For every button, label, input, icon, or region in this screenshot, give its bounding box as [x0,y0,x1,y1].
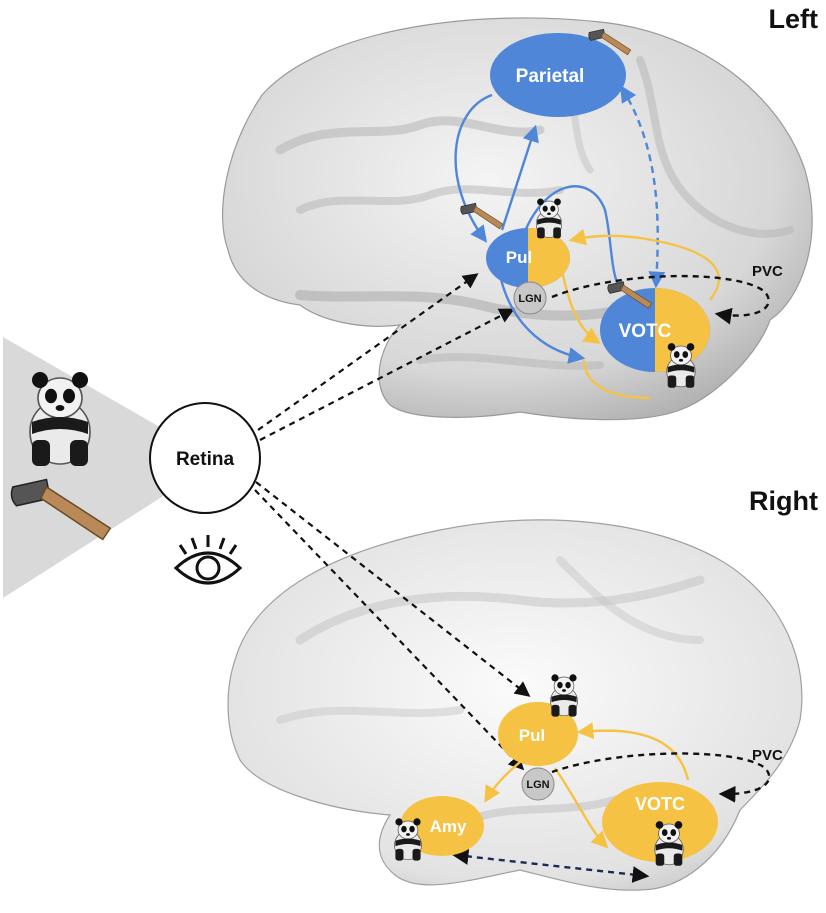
left-lgn-node [513,281,547,315]
left-votc-panda-icon [666,342,696,389]
right-votc-label: VOTC [635,794,685,814]
right-network-edges [451,722,771,883]
left-votc-label: VOTC [619,321,672,342]
arrow-left-pul-to-votc-yellow [560,269,601,344]
right-lgn-node [521,767,555,801]
arrow-left-pul-to-parietal [500,124,539,231]
left-network-edges [454,85,770,400]
left-pul-node [486,228,570,288]
right-lgn-label: LGN [526,779,549,791]
eye-icon [173,535,243,585]
right-pul-node [498,702,578,766]
arrow-left-pul-parietal-outer [454,93,493,243]
arrow-parietal-votc-dashed [620,85,666,289]
arrow-left-pul-to-votc-blue [498,274,586,364]
arrow-left-votc-to-pul-yellow [568,228,720,301]
arrow-retina-to-right-lgn [254,489,525,771]
arrow-retina-to-right-pul [255,481,531,697]
arrow-retina-to-left-lgn [259,308,515,441]
left-lgn-label: LGN [518,293,541,305]
left-pul-panda-icon [535,198,563,239]
left-pul-label: Pul [506,248,532,267]
left-pvc-label: PVC [752,263,783,280]
arrow-left-lgn-pvc-votc [551,274,770,325]
right-amy-label: Amy [430,817,467,836]
left-hemisphere-title: Left [769,4,819,34]
right-hemisphere-title: Right [749,486,818,516]
stimulus-panda-image [29,371,91,467]
left-parietal-node [490,33,626,117]
retina-label: Retina [176,449,235,470]
retina-projections [254,273,531,771]
right-pul-panda-icon [550,673,578,718]
arrow-right-pul-to-votc [554,767,609,849]
left-parietal-label: Parietal [516,66,585,87]
left-votc-node [600,288,710,372]
retina-node [149,402,261,514]
arrow-left-votc-loop-yellow [582,359,651,400]
right-pul-label: Pul [519,726,545,745]
right-amy-panda-icon [394,817,422,862]
right-brain-surface [227,519,803,891]
right-pvc-label: PVC [752,747,783,764]
arrow-right-pul-to-amy [484,761,521,803]
arrow-right-votc-to-pul [576,722,690,781]
right-votc-panda-icon [654,820,684,867]
arrow-retina-to-left-pul [257,273,479,431]
arrow-right-lgn-pvc-votc [551,752,771,803]
